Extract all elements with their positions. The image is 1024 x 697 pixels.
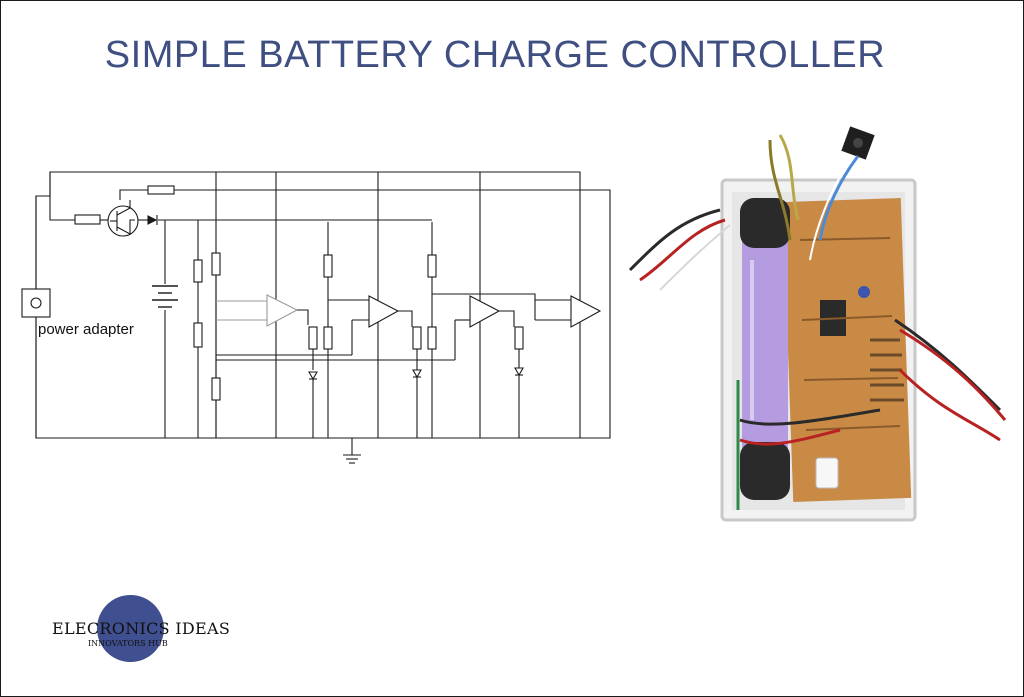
dc-jack (841, 126, 875, 160)
page-title: SIMPLE BATTERY CHARGE CONTROLLER (104, 34, 886, 76)
battery-cell (740, 198, 790, 500)
diode-symbol (147, 215, 158, 225)
logo-text: ELECRONICS IDEAS (52, 619, 231, 638)
comparator-stage-1 (216, 294, 318, 438)
divider-resistors (193, 252, 221, 401)
logo-circle (97, 595, 164, 662)
power-adapter-symbol (21, 196, 51, 438)
comparator-stage-4 (436, 293, 602, 328)
cross-links (165, 219, 455, 361)
circuit-schematic (21, 171, 611, 464)
mounting-tab (815, 457, 839, 489)
prototype-photo (628, 126, 1007, 522)
ground-symbol (343, 438, 361, 464)
logo-tagline: INNOVATORS HUB (88, 639, 168, 648)
pcb-board (782, 198, 912, 502)
resistor-r1 (74, 214, 101, 225)
comparator-stage-3 (427, 222, 524, 438)
power-adapter-label: power adapter (38, 321, 134, 338)
resistor-r2 (147, 185, 175, 195)
comparator-stage-2 (323, 222, 422, 438)
wires (628, 134, 1007, 510)
battery-symbol (152, 285, 178, 308)
transistor-symbol (107, 200, 139, 237)
